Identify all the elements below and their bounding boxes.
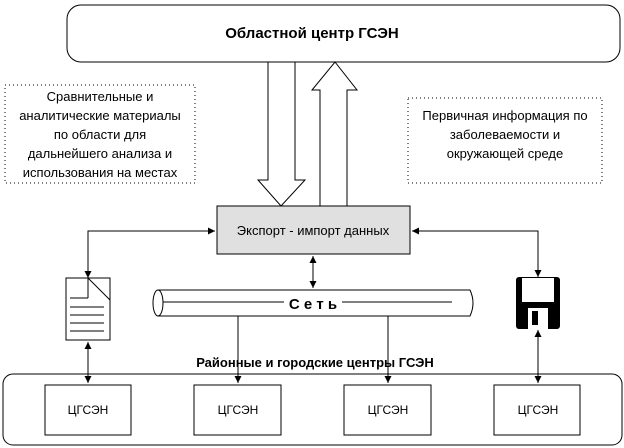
center-label: ЦГСЭН (68, 403, 109, 417)
svg-text:Сравнительные и: Сравнительные и (47, 89, 154, 104)
svg-text:дальнейшего анализа и: дальнейшего анализа и (28, 146, 172, 161)
down-block-arrow (256, 61, 307, 207)
up-block-arrow (310, 61, 359, 207)
svg-text:заболеваемости и: заболеваемости и (450, 127, 560, 142)
center-box (193, 384, 282, 436)
left-note: Сравнительные и аналитические материалы … (19, 89, 181, 180)
center-label: ЦГСЭН (218, 403, 259, 417)
svg-text:Первичная информация по: Первичная информация по (422, 108, 587, 123)
center-label: ЦГСЭН (518, 403, 559, 417)
svg-text:использования на местах: использования на местах (23, 165, 178, 180)
export-import-box (216, 205, 411, 255)
regional-center-box (66, 4, 621, 63)
svg-text:по области для: по области для (54, 127, 146, 142)
center-boxes: ЦГСЭН ЦГСЭН ЦГСЭН ЦГСЭН (44, 384, 581, 436)
connector-doc (84, 227, 215, 278)
center-label: ЦГСЭН (368, 403, 409, 417)
district-centers-container (2, 373, 623, 446)
network-label: С е т ь (289, 296, 337, 313)
center-box (343, 384, 432, 436)
district-centers-label: Районные и городские центры ГСЭН (196, 355, 434, 370)
svg-text:окружающей среде: окружающей среде (447, 146, 563, 161)
document-icon (65, 277, 111, 341)
connector-floppy (412, 227, 542, 277)
right-note-frame (407, 97, 603, 184)
center-box (493, 384, 581, 436)
svg-text:аналитические материалы: аналитические материалы (19, 108, 181, 123)
center-box (44, 384, 132, 436)
export-import-label: Экспорт - импорт данных (237, 223, 390, 238)
floppy-disk-icon (516, 277, 560, 329)
regional-center-label: Областной центр ГСЭН (225, 25, 398, 42)
right-note: Первичная информация по заболеваемости и… (422, 108, 587, 161)
